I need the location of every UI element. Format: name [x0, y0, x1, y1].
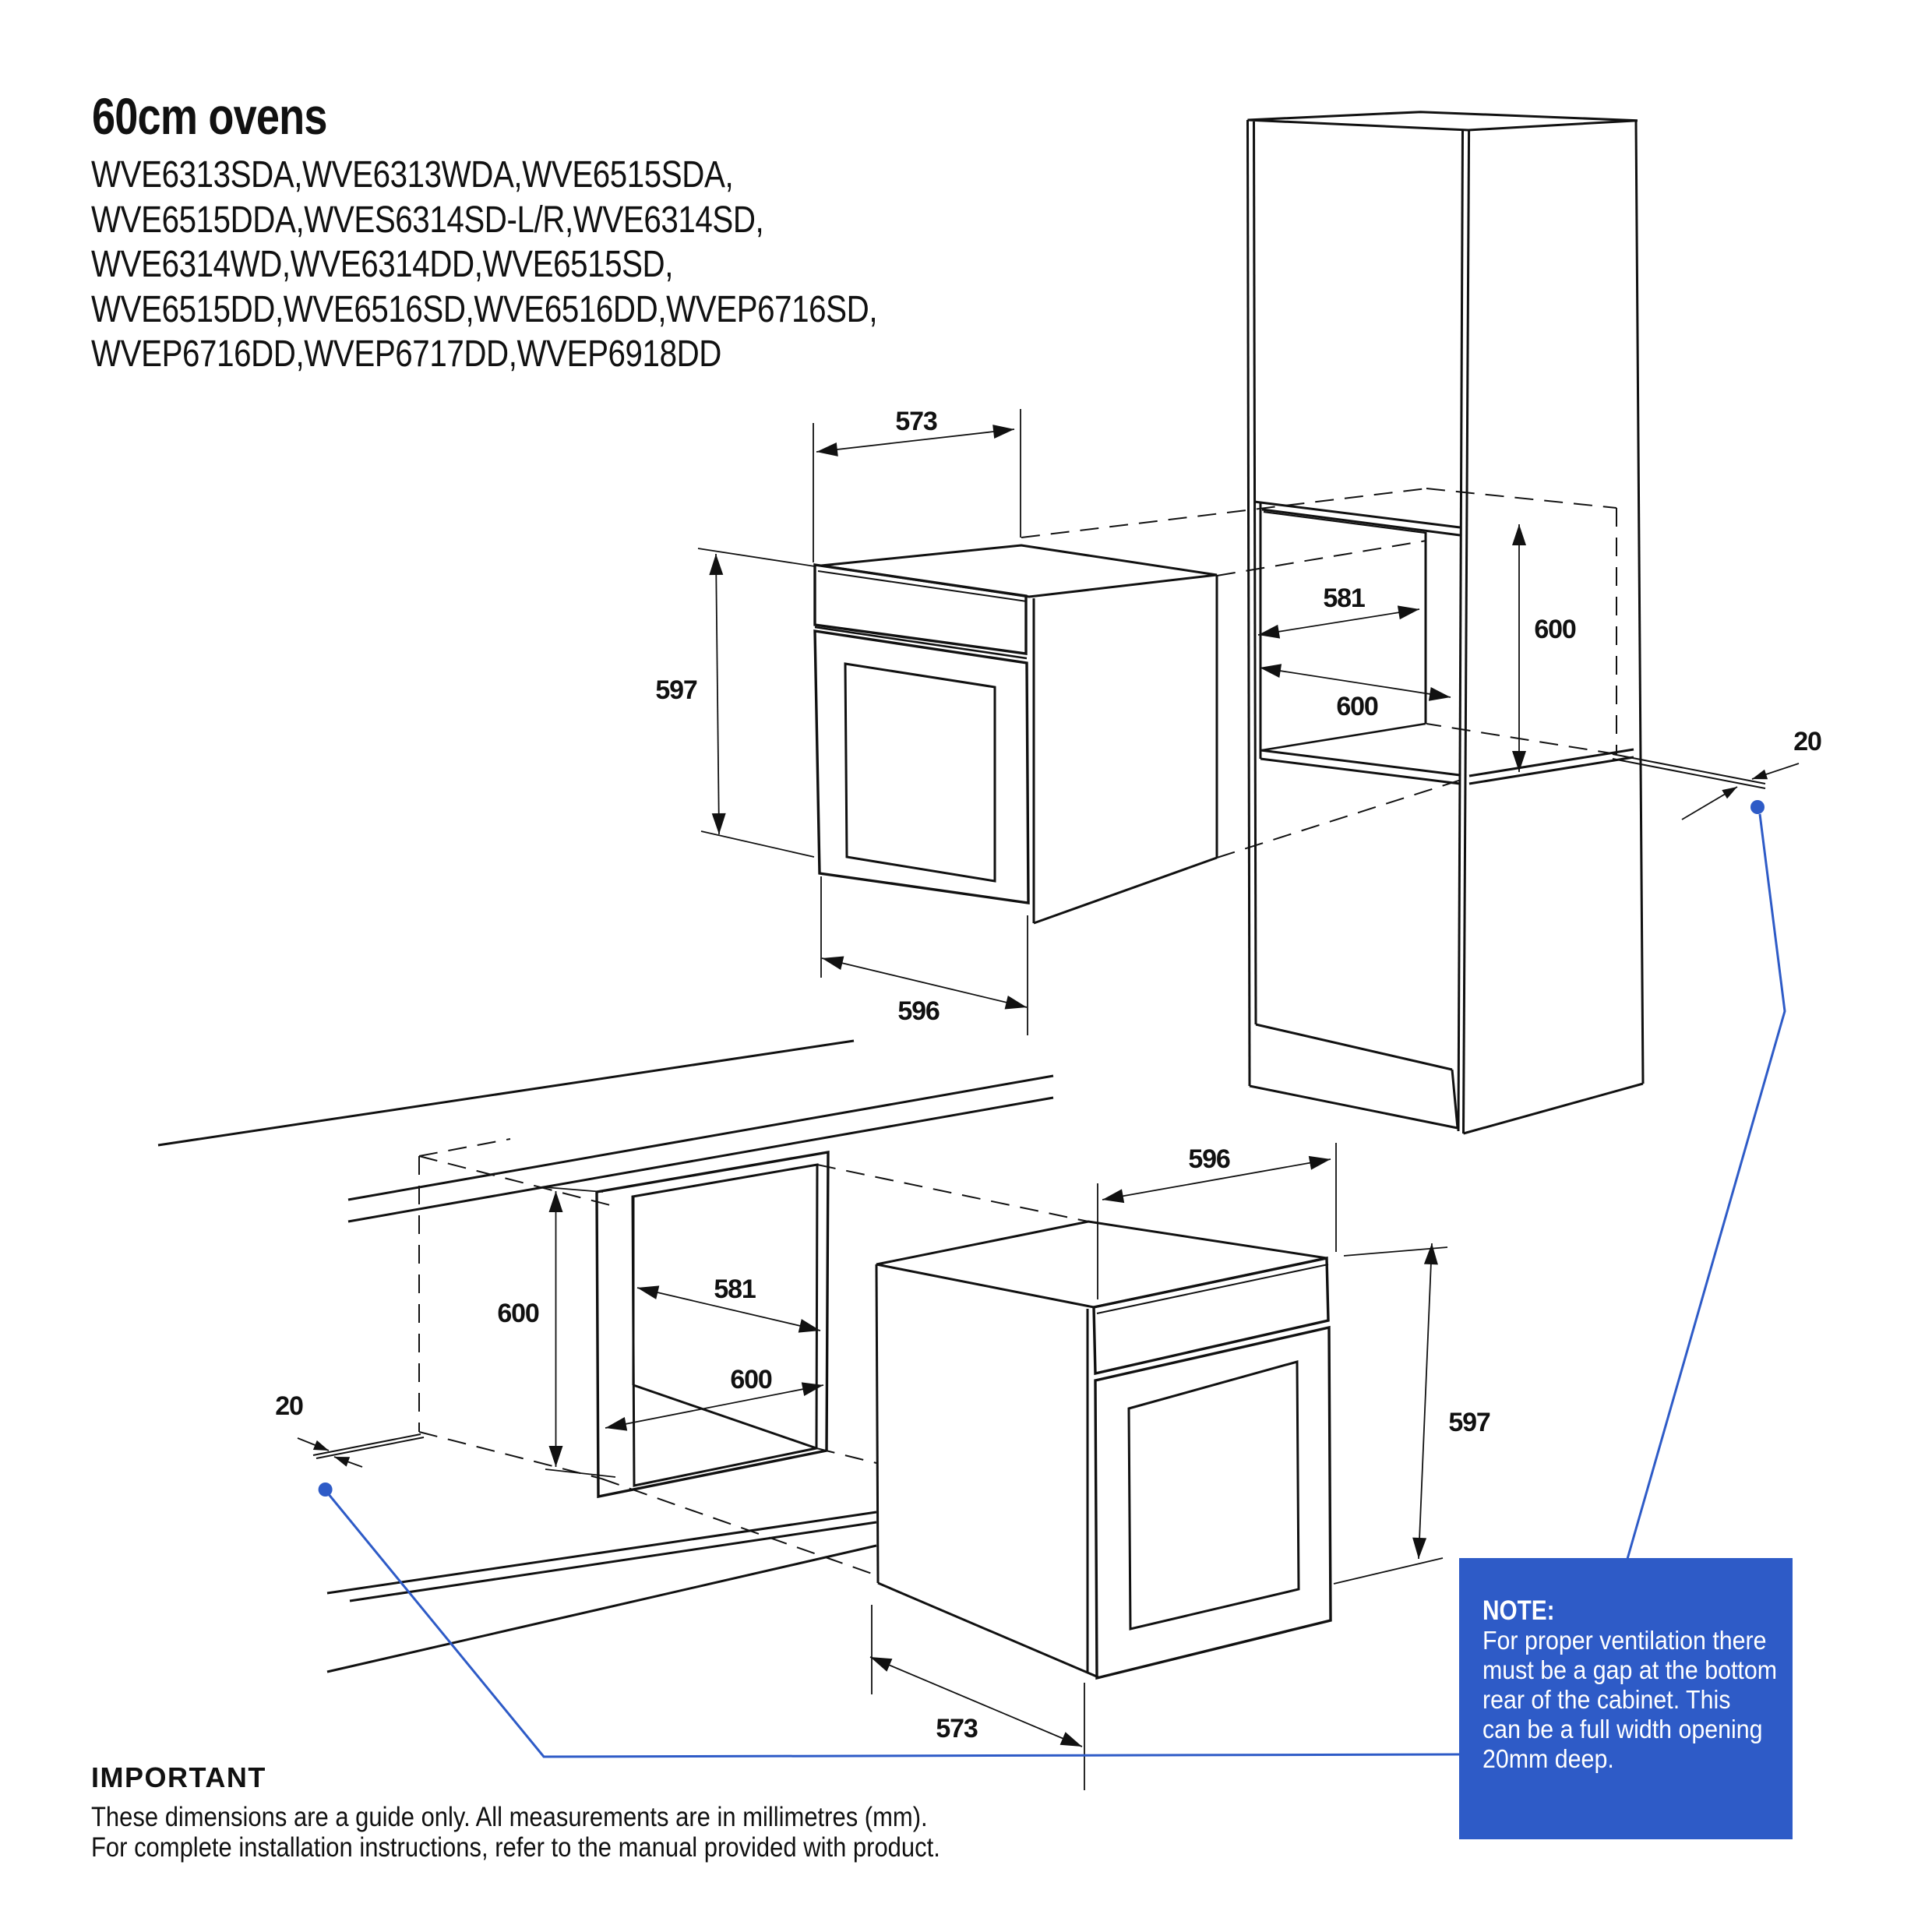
svg-text:20: 20	[275, 1391, 303, 1421]
svg-text:600: 600	[730, 1365, 771, 1394]
svg-text:600: 600	[1534, 615, 1575, 644]
svg-text:597: 597	[1448, 1408, 1490, 1437]
svg-text:573: 573	[895, 407, 936, 436]
svg-text:597: 597	[655, 675, 696, 705]
svg-text:596: 596	[897, 996, 939, 1026]
svg-text:596: 596	[1188, 1144, 1229, 1174]
svg-text:20: 20	[1793, 727, 1821, 756]
svg-text:600: 600	[497, 1299, 538, 1328]
svg-text:600: 600	[1336, 692, 1377, 721]
svg-text:573: 573	[936, 1714, 977, 1743]
svg-text:581: 581	[714, 1274, 755, 1304]
svg-text:581: 581	[1323, 583, 1364, 613]
